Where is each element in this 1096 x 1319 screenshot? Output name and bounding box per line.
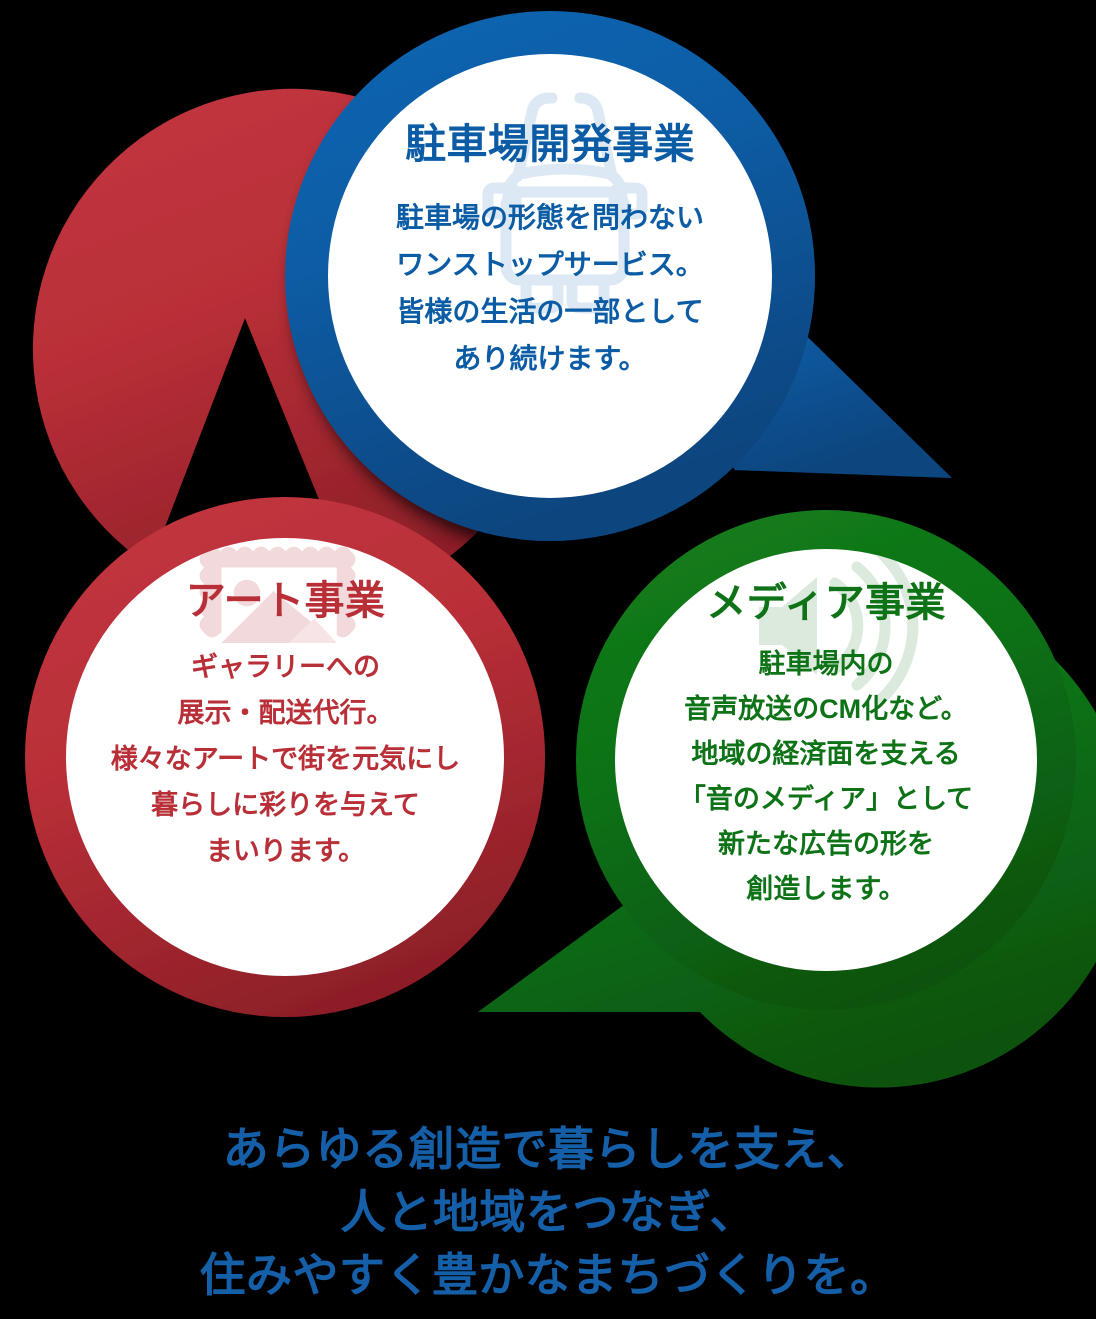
bubble-body-line: 駐車場の形態を問わない [395, 202, 704, 233]
bubble-body-art: ギャラリーへの 展示・配送代行。 様々なアートで街を元気にし 暮らしに彩りを与え… [18, 644, 553, 874]
bubble-title-art: アート事業 [185, 579, 386, 623]
bubble-body-line: 「音のメディア」として [678, 784, 974, 814]
bubble-text-media: メディア事業 駐車場内の 音声放送のCM化など。 地域の経済面を支える 「音のメ… [566, 580, 1086, 912]
bubble-body-line: あり続けます。 [453, 343, 647, 374]
bubble-body-parking: 駐車場の形態を問わない ワンストップサービス。 皆様の生活の一部として あり続け… [285, 194, 815, 382]
bubble-text-parking: 駐車場開発事業 駐車場の形態を問わない ワンストップサービス。 皆様の生活の一部… [285, 120, 815, 382]
car-front-icon [482, 92, 648, 314]
bubble-face-art [66, 538, 504, 976]
bubble-body-line: 暮らしに彩りを与えて [151, 790, 420, 820]
picture-frame-icon [199, 546, 356, 643]
tagline-line: 人と地域をつなぎ、 [340, 1186, 756, 1238]
bubble-body-line: ワンストップサービス。 [396, 249, 704, 280]
bubble-body-line: 地域の経済面を支える [691, 739, 961, 769]
bubble-face-media [615, 549, 1037, 971]
speaker-sound-icon [759, 549, 919, 707]
bubble-text-art: アート事業 ギャラリーへの 展示・配送代行。 様々なアートで街を元気にし 暮らし… [18, 578, 553, 874]
bubble-title-media: メディア事業 [706, 581, 946, 625]
bubble-body-line: 様々なアートで街を元気にし [110, 744, 461, 774]
bubble-body-line: 皆様の生活の一部として [396, 296, 704, 327]
bubble-body-line: 創造します。 [746, 874, 906, 904]
bubble-body-media: 駐車場内の 音声放送のCM化など。 地域の経済面を支える 「音のメディア」として… [566, 642, 1086, 912]
bubble-body-line: 音声放送のCM化など。 [684, 694, 968, 724]
bubble-body-line: まいります。 [205, 836, 366, 866]
bubble-body-line: 駐車場内の [758, 649, 894, 679]
tagline: あらゆる創造で暮らしを支え、 人と地域をつなぎ、 住みやすく豊かなまちづくりを。 [0, 1118, 1096, 1307]
tagline-line: あらゆる創造で暮らしを支え、 [222, 1123, 874, 1175]
bubble-title-parking: 駐車場開発事業 [405, 121, 695, 167]
bubble-body-line: 展示・配送代行。 [177, 698, 394, 728]
tagline-line: 住みやすく豊かなまちづくりを。 [199, 1249, 897, 1301]
bubble-body-line: ギャラリーへの [191, 652, 380, 682]
bubble-body-line: 新たな広告の形を [718, 829, 934, 859]
